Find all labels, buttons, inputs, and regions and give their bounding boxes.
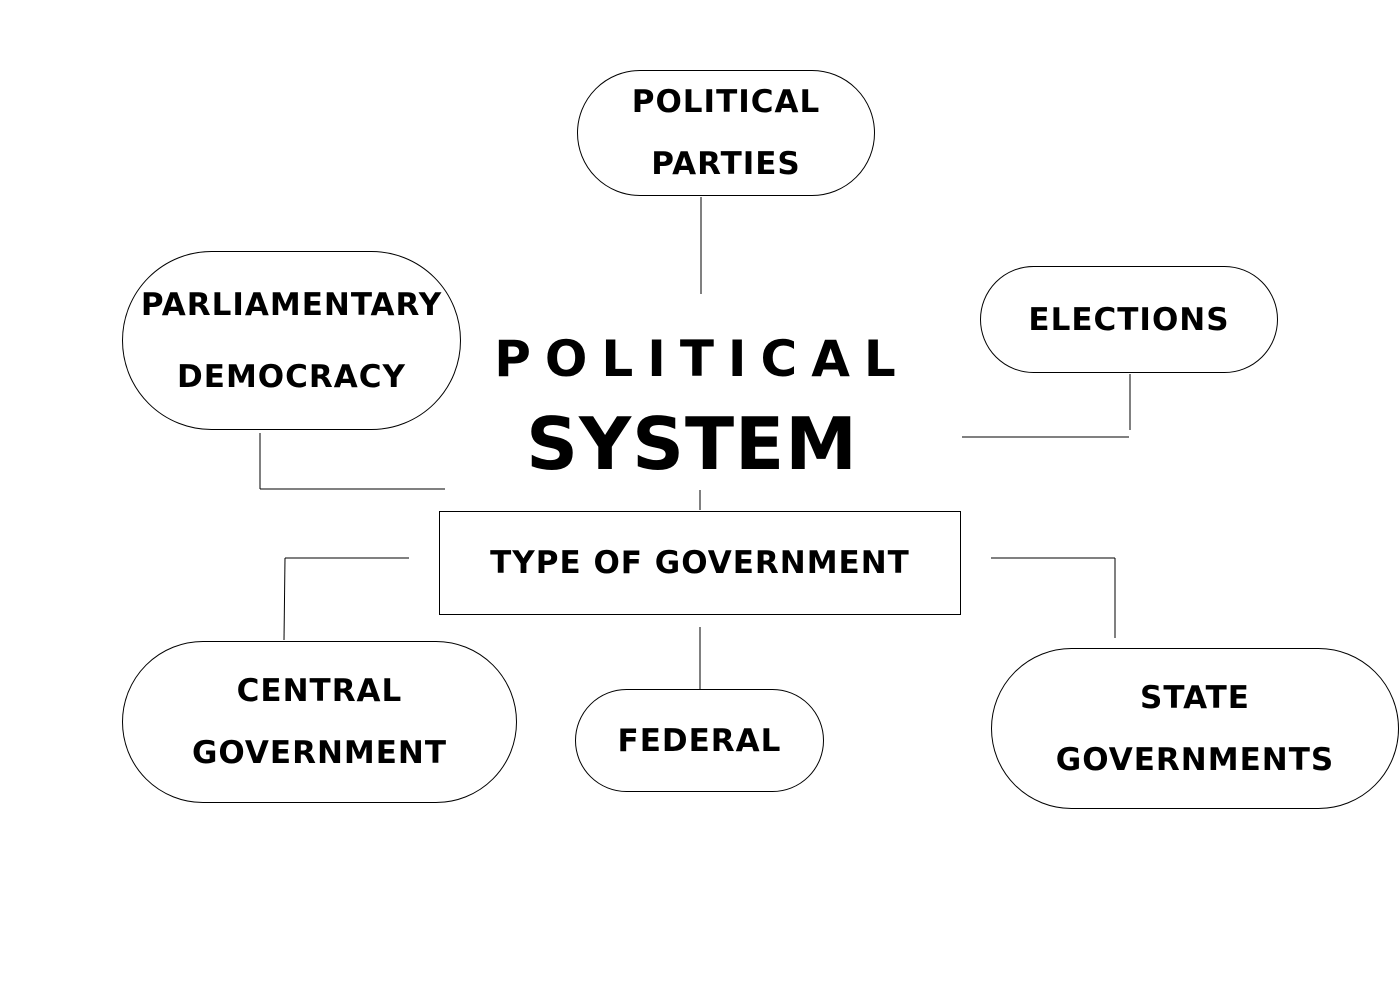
node-type-of-government: TYPE OF GOVERNMENT (439, 511, 961, 615)
node-label-line: CENTRAL (236, 673, 403, 709)
node-central-government: CENTRAL GOVERNMENT (122, 641, 517, 803)
node-federal: FEDERAL (575, 689, 824, 792)
node-label-line: TYPE OF GOVERNMENT (490, 545, 910, 581)
node-state-governments: STATE GOVERNMENTS (991, 648, 1399, 809)
node-label-line: GOVERNMENTS (1055, 741, 1335, 778)
node-parliamentary-democracy: PARLIAMENTARY DEMOCRACY (122, 251, 461, 430)
diagram-title-line2: SYSTEM (526, 402, 858, 486)
diagram-title-line1: POLITICAL (494, 330, 910, 388)
node-label-line: STATE (1140, 679, 1250, 716)
node-label-line: PARTIES (651, 146, 801, 182)
node-label-line: POLITICAL (631, 84, 821, 120)
connector-central-vertical (283, 557, 286, 641)
node-elections: ELECTIONS (980, 266, 1278, 373)
node-political-parties: POLITICAL PARTIES (577, 70, 875, 196)
node-label-line: DEMOCRACY (177, 358, 406, 395)
node-label-line: ELECTIONS (1028, 301, 1230, 338)
node-label-line: PARLIAMENTARY (140, 286, 443, 323)
node-label-line: GOVERNMENT (191, 735, 448, 771)
node-label-line: FEDERAL (617, 722, 782, 759)
